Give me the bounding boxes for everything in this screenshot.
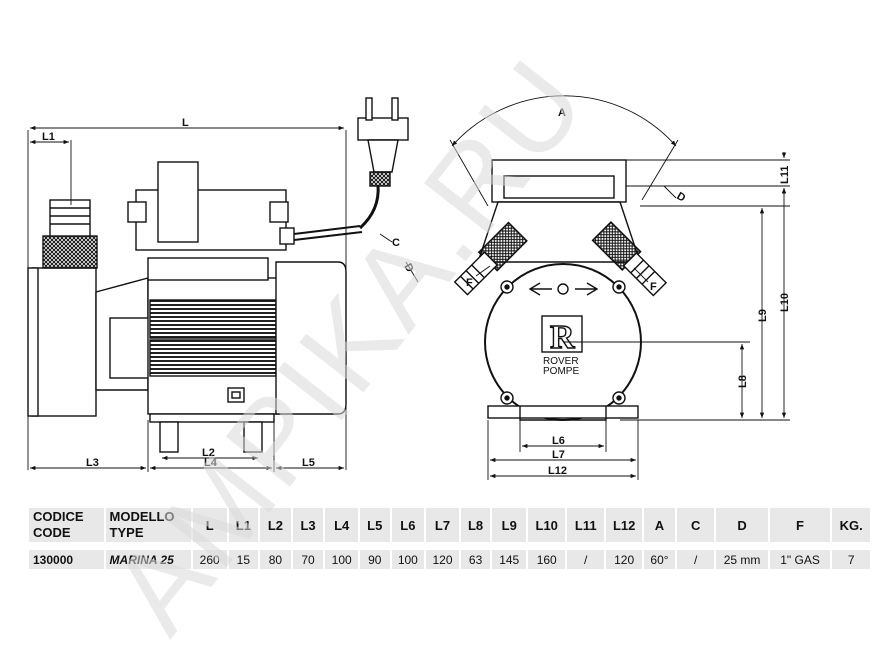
dim-L3: L3 — [86, 457, 99, 469]
table-cell: / — [676, 550, 715, 569]
header-cell: L8 — [460, 508, 491, 542]
dim-D-right: D — [675, 190, 688, 204]
side-dimension-labels: L L1 L2 L3 L4 L5 C — [42, 117, 400, 469]
table-cell: 160 — [528, 550, 566, 569]
header-cell: L4 — [325, 508, 359, 542]
header-cell: L1 — [228, 508, 259, 542]
header-cell: L6 — [391, 508, 425, 542]
header-cell: L7 — [426, 508, 459, 542]
dim-L7: L7 — [552, 449, 565, 461]
header-line2: TYPE — [109, 525, 144, 540]
dim-L8: L8 — [737, 375, 749, 388]
table-cell: 80 — [260, 550, 291, 569]
header-cell: C — [676, 508, 715, 542]
table-cell: / — [567, 550, 605, 569]
logo-letter: R — [550, 319, 575, 356]
side-view — [27, 97, 409, 453]
table-cell: 15 — [228, 550, 259, 569]
header-cell: L11 — [567, 508, 605, 542]
rover-pompe-logo: R ROVER POMPE — [541, 315, 583, 377]
header-cell: L5 — [360, 508, 390, 542]
header-cell: L10 — [528, 508, 566, 542]
table-cell: MARINA 25 — [105, 550, 191, 569]
logo-line1: ROVER — [543, 356, 579, 367]
header-line1: CODICE — [33, 509, 84, 524]
table-cell: 120 — [606, 550, 643, 569]
label-F-left: F — [466, 277, 473, 289]
dim-L1: L1 — [42, 131, 55, 143]
header-cell: KG. — [832, 508, 870, 542]
header-line1: MODELLO — [109, 509, 175, 524]
table-cell: 260 — [192, 550, 227, 569]
header-cell: L3 — [292, 508, 324, 542]
pump-technical-drawing: L L1 L2 L3 L4 L5 C — [27, 95, 791, 480]
dim-L9: L9 — [757, 309, 769, 322]
front-dimensions — [405, 95, 790, 480]
knurled-nut — [42, 235, 98, 269]
table-cell: 63 — [460, 550, 491, 569]
table-cell: 120 — [426, 550, 459, 569]
table-cell: 25 mm — [716, 550, 768, 569]
header-cell: L9 — [492, 508, 527, 542]
header-cell: A — [644, 508, 675, 542]
table-cell: 90 — [360, 550, 390, 569]
table-cell: 1" GAS — [769, 550, 831, 569]
table-cell: 145 — [492, 550, 527, 569]
logo-line2: POMPE — [543, 366, 579, 377]
table-cell: 70 — [292, 550, 324, 569]
side-dimensions — [27, 125, 393, 472]
table-cell: 100 — [391, 550, 425, 569]
dim-L4: L4 — [204, 457, 218, 469]
header-cell: L12 — [606, 508, 643, 542]
dim-L10: L10 — [779, 293, 791, 312]
dim-A: A — [558, 107, 566, 119]
dim-L2: L2 — [202, 447, 215, 459]
header-cell: D — [716, 508, 768, 542]
table-cell: 60° — [644, 550, 675, 569]
pump-head — [31, 267, 97, 417]
table-cell: 100 — [325, 550, 359, 569]
header-cell: L — [192, 508, 227, 542]
dim-C: C — [392, 237, 400, 249]
header-line2: CODE — [33, 525, 71, 540]
dim-L11: L11 — [779, 166, 791, 184]
dim-L5: L5 — [302, 457, 315, 469]
table-cell: 7 — [832, 550, 870, 569]
header-cell: F — [769, 508, 831, 542]
dim-D-left: D — [401, 262, 415, 275]
table-cell: 130000 — [29, 550, 104, 569]
dim-L12: L12 — [548, 465, 567, 477]
dim-L: L — [182, 117, 189, 129]
header-cell: L2 — [260, 508, 291, 542]
plug — [357, 117, 409, 141]
label-F-right: F — [650, 281, 657, 293]
dim-L6: L6 — [552, 435, 565, 447]
